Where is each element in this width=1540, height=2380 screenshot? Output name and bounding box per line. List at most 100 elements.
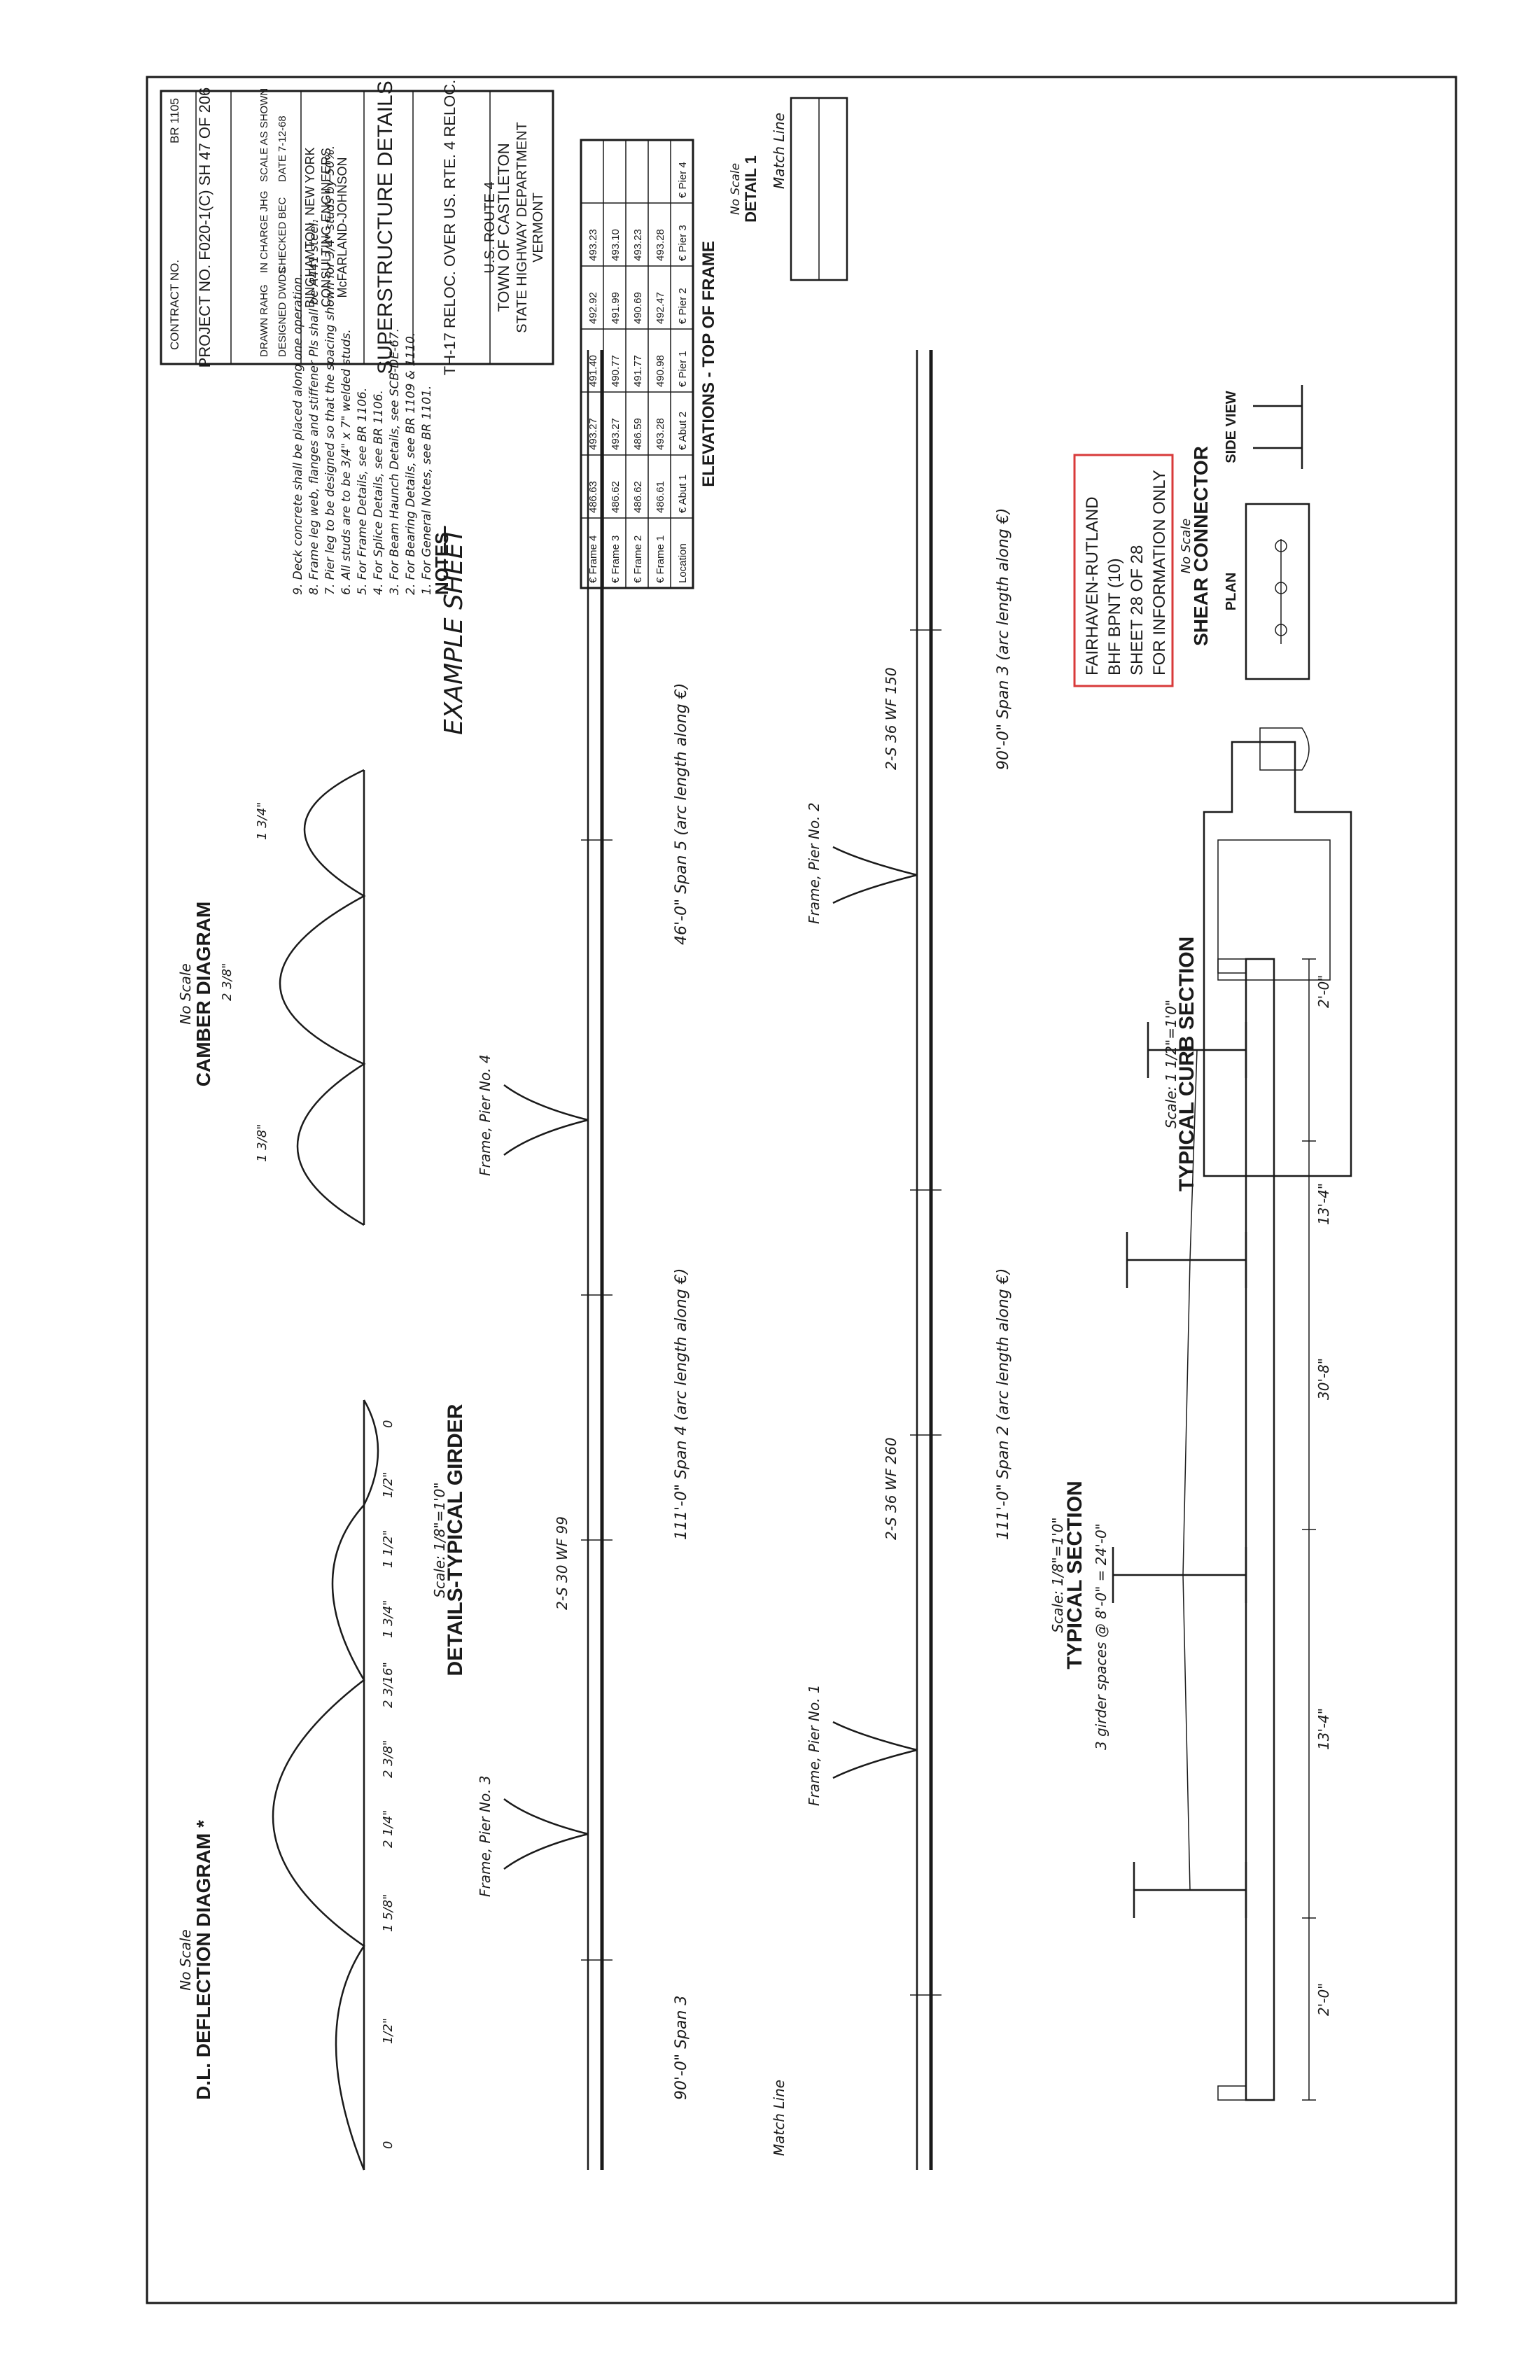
dim-6: 3 girder spaces @ 8'-0" = 24'-0" (1093, 1523, 1110, 1750)
note-2: 2. For Bearing Details, see BR 1109 & 11… (404, 332, 418, 595)
stud-3 (1275, 540, 1287, 552)
stamp-line-2: BHF BPNT (10) (1105, 558, 1124, 676)
elev-r0c1: 486.61 (654, 481, 666, 513)
dim-4: 13'-4" (1315, 1183, 1332, 1225)
elev-table-frame (580, 139, 694, 589)
elev-r0c5: 493.28 (654, 229, 666, 261)
elev-h4: € Pier 2 (677, 288, 689, 324)
side-view (1253, 385, 1303, 469)
typical-curb-title: TYPICAL CURB SECTION (1175, 937, 1198, 1191)
plan-label: PLAN (1224, 573, 1239, 610)
tb-designed: DESIGNED DWDS (276, 267, 288, 357)
camber-scale: No Scale (177, 963, 194, 1024)
stud-1 (1275, 624, 1287, 636)
stamp-line-1: FAIRHAVEN-RUTLAND (1083, 496, 1102, 676)
tb-drawn: DRAWN RAHG (258, 284, 270, 357)
elev-r1c2: 486.59 (632, 418, 644, 450)
frame-pier2-leg (832, 846, 918, 904)
tb-town: TOWN OF CASTLETON (495, 143, 512, 312)
dl-scale: No Scale (177, 1929, 194, 1990)
dl-val-8: 1/2" (381, 1472, 396, 1498)
girder-details-scale: Scale: 1/8"=1'0" (431, 1482, 448, 1597)
elev-h1: € Abut 1 (677, 475, 689, 513)
elev-r2c2: 493.27 (610, 418, 622, 450)
stamp-line-4: FOR INFORMATION ONLY (1150, 470, 1169, 676)
beam-label-3: 2-S 30 WF 99 (554, 1516, 570, 1610)
info-stamp: FAIRHAVEN-RUTLAND BHF BPNT (10) SHEET 28… (1073, 454, 1174, 687)
elev-r0c4: 492.47 (654, 292, 666, 324)
typical-section-title: TYPICAL SECTION (1063, 1480, 1086, 1669)
camber-val-0: 1 3/8" (255, 1124, 270, 1162)
frame-pier1-leg (832, 1721, 918, 1779)
typical-girder-details: 111'-0" Span 2 (arc length along €) 90'-… (431, 113, 1012, 2170)
elev-r3c3: 491.40 (587, 355, 599, 387)
elev-r2c0: € Frame 3 (610, 536, 622, 583)
tb-checked: CHECKED BEC (276, 197, 288, 273)
elev-h3: € Pier 1 (677, 351, 689, 387)
dl-val-9: 0 (381, 1420, 396, 1428)
note-6: 6. All studs are to be 3/4" x 7" welded … (340, 329, 354, 595)
elev-r2c4: 491.99 (610, 292, 622, 324)
elev-r2c5: 493.10 (610, 229, 622, 261)
elev-r2c3: 490.77 (610, 355, 622, 387)
note-9: 9. Deck concrete shall be placed along o… (291, 273, 305, 595)
girder-3 (1126, 1232, 1247, 1288)
note-3: 3. For Beam Haunch Details, see SCB-DE-6… (388, 328, 402, 595)
dl-val-3: 2 1/4" (381, 1810, 396, 1848)
elev-r0c3: 490.98 (654, 355, 666, 387)
tb-project-desc: TH-17 RELOC. OVER US. RTE. 4 RELOC. (441, 80, 458, 376)
dl-val-0: 0 (381, 2141, 396, 2149)
span-label-1: 90'-0" Span 3 (673, 1996, 690, 2100)
left-curb (1217, 2085, 1274, 2101)
span-label-5: 46'-0" Span 5 (arc length along €) (673, 683, 690, 945)
dl-val-5: 2 3/16" (381, 1662, 396, 1708)
tb-firm: McFARLAND-JOHNSON (335, 157, 349, 298)
shear-plan (1245, 503, 1310, 680)
tb-route: U.S. ROUTE 4 (482, 181, 498, 273)
elev-h6: € Pier 4 (677, 162, 689, 198)
elev-r2c1: 486.62 (610, 481, 622, 513)
tb-department: STATE HIGHWAY DEPARTMENT (514, 122, 530, 333)
frame-label-1: Frame, Pier No. 1 (806, 1684, 822, 1806)
match-line-left: Match Line (771, 2080, 788, 2156)
tb-sheet-title: SUPERSTRUCTURE DETAILS (374, 80, 397, 374)
elev-r3c1: 486.63 (587, 481, 599, 513)
notes-block: NOTES 1. For General Notes, see BR 1101.… (291, 146, 452, 595)
tb-city: BINGHAMTON, NEW YORK (303, 147, 317, 307)
note-1: 1. For General Notes, see BR 1101. (420, 386, 434, 595)
camber-val-1: 2 3/8" (220, 963, 234, 1001)
camber-diagram: CAMBER DIAGRAM No Scale 1 3/8" 2 3/8" 1 … (177, 526, 468, 1226)
dl-val-7: 1 1/2" (381, 1530, 396, 1568)
splice-marks (581, 629, 941, 1996)
frame-pier4-leg (503, 1084, 589, 1156)
elev-r1c0: € Frame 2 (632, 536, 644, 583)
elevations-title: ELEVATIONS - TOP OF FRAME (699, 241, 718, 487)
stamp-box (1073, 454, 1174, 687)
deflection-curve (272, 1399, 379, 2171)
stamp-line-3: SHEET 28 OF 28 (1128, 545, 1147, 676)
typical-section: 2'-0" 13'-4" 30'-8" 13'-4" 2'-0" 3 girde… (1049, 958, 1332, 2101)
frame-label-3: Frame, Pier No. 3 (477, 1775, 493, 1897)
note-4: 4. For Splice Details, see BR 1106. (372, 390, 386, 595)
dl-val-6: 1 3/4" (381, 1600, 396, 1638)
span-label-a: 111'-0" Span 2 (arc length along €) (995, 1268, 1012, 1540)
detail1-slab (790, 97, 848, 281)
tb-state: VERMONT (531, 192, 546, 262)
note-8: 8. Frame leg web, flanges and stiffener … (307, 219, 321, 595)
dim-3: 30'-8" (1315, 1358, 1332, 1400)
tb-date: DATE 7-12-68 (276, 115, 288, 182)
frame-label-4: Frame, Pier No. 4 (477, 1054, 493, 1176)
tb-firm-sub: CONSULTING ENGINEERS (319, 148, 333, 307)
stud-2 (1275, 582, 1287, 594)
sheet-border (146, 76, 1457, 2304)
elev-r1c5: 493.23 (632, 229, 644, 261)
note-5: 5. For Frame Details, see BR 1106. (356, 388, 370, 595)
deck-slab (1245, 958, 1275, 2101)
typical-curb-scale: Scale: 1 1/2"=1'0" (1163, 1000, 1180, 1128)
curb-rebar (1217, 839, 1331, 981)
elev-h2: € Abut 2 (677, 412, 689, 450)
title-block-rules (195, 91, 491, 364)
